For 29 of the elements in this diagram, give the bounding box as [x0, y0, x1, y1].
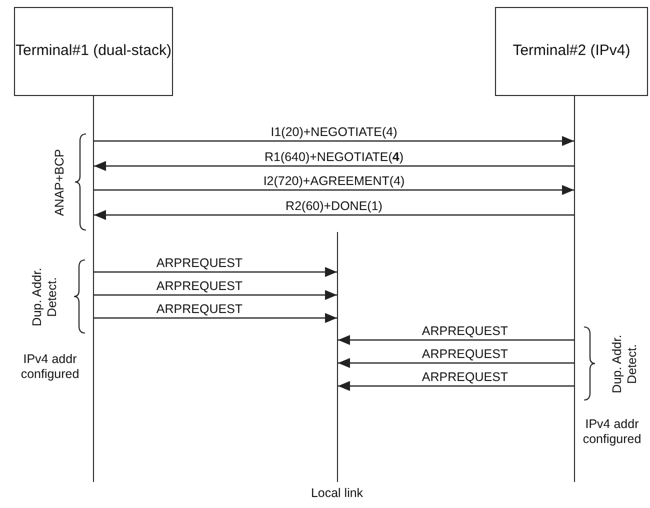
message-arrow: [338, 381, 574, 391]
message-arrow: [94, 210, 574, 220]
note-label: Dup. Addr. Detect.: [610, 334, 640, 394]
message-arrow: [94, 313, 337, 323]
message-label: ARPREQUEST: [420, 371, 510, 385]
message-label: ARPREQUEST: [154, 257, 245, 271]
message-arrow: [338, 335, 574, 345]
note-label: Dup. Addr. Detect.: [30, 267, 60, 327]
lifeline: [337, 232, 338, 482]
message-label: ARPREQUEST: [420, 325, 510, 339]
note-label: IPv4 addr configured: [582, 417, 642, 447]
message-label: ARPREQUEST: [154, 303, 245, 317]
message-label: I1(20)+NEGOTIATE(4): [268, 126, 400, 140]
message-arrow: [94, 290, 337, 300]
lifeline-caption: Local link: [310, 486, 364, 501]
message-label: ARPREQUEST: [420, 348, 510, 362]
message-arrow: [94, 267, 337, 277]
message-arrow: [94, 185, 574, 195]
note-label: ANAP+BCP: [52, 147, 68, 218]
terminal-box: Terminal#1 (dual-stack): [14, 7, 173, 96]
message-arrow: [94, 161, 574, 171]
note-label: IPv4 addr configured: [20, 352, 80, 382]
message-label: ARPREQUEST: [154, 280, 245, 294]
message-label: R2(60)+DONE(1): [284, 200, 384, 214]
message-arrow: [338, 358, 574, 368]
lifeline: [93, 96, 94, 482]
message-arrow: [94, 136, 574, 146]
lifeline: [574, 96, 575, 482]
terminal-box: Terminal#2 (IPv4): [495, 7, 648, 96]
